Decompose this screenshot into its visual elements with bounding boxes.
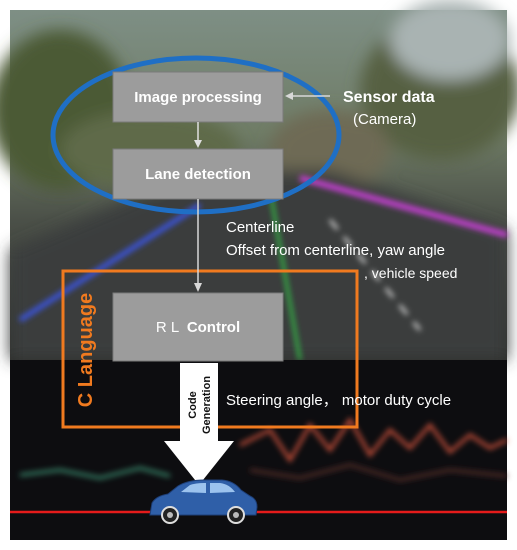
lane-to-control-arrow <box>194 199 202 292</box>
lane-detection-block: Lane detection <box>112 148 284 200</box>
signal-vehicle-speed: , vehicle speed <box>364 265 457 281</box>
camera-background <box>0 0 517 361</box>
output-signals: Steering angle， motor duty cycle <box>226 392 451 409</box>
code-generation-arrow: Code Generation <box>164 363 234 485</box>
image-processing-block: Image processing <box>112 71 284 123</box>
c-language-label: C Language <box>75 293 97 407</box>
svg-text:Code: Code <box>187 391 199 419</box>
svg-text:Generation: Generation <box>201 376 213 434</box>
rl-control-suffix: Control <box>187 319 240 336</box>
svg-text:R L Control: R L Control <box>156 319 240 336</box>
processing-to-lane-arrow <box>194 122 202 148</box>
rl-control-prefix: R L <box>156 319 179 336</box>
image-processing-label: Image processing <box>134 89 262 106</box>
signal-offset-yaw: Offset from centerline, yaw angle <box>226 242 445 259</box>
signal-centerline: Centerline <box>226 219 294 236</box>
lane-detection-label: Lane detection <box>145 166 251 183</box>
code-generation-line1: Code <box>187 391 199 419</box>
rl-control-block: R L Control <box>112 292 284 362</box>
signal-plot-background <box>10 360 508 540</box>
down-arrow-icon <box>180 363 218 441</box>
sensor-subtitle: (Camera) <box>353 111 416 128</box>
code-generation-line2: Generation <box>201 376 213 434</box>
sensor-arrow <box>285 92 330 100</box>
perception-highlight-ellipse <box>50 55 342 215</box>
car-icon <box>149 479 258 524</box>
sensor-title: Sensor data <box>343 89 435 106</box>
